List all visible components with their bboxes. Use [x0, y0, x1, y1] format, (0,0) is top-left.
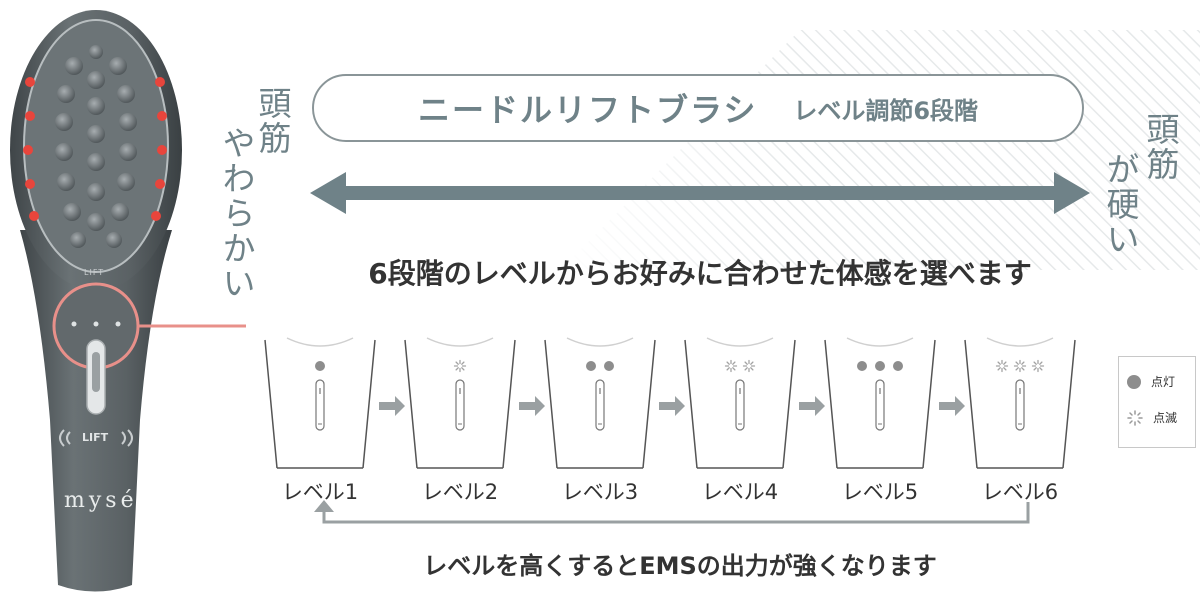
title-pill: ニードルリフトブラシ レベル調節6段階	[312, 74, 1084, 142]
step-arrow-icon	[799, 396, 825, 416]
lit-dot-icon	[1127, 374, 1141, 389]
hard-label-line2: が硬い	[1101, 152, 1140, 257]
legend-blink-label: 点滅	[1153, 411, 1178, 425]
footer-note: レベルを高くするとEMSの出力が強くなります	[423, 552, 937, 580]
soft-label-line2: やわらかい	[217, 126, 256, 301]
hard-label-line1: 頭筋	[1141, 112, 1180, 182]
brush-device	[10, 10, 182, 592]
level-panel	[824, 337, 936, 469]
level-label: レベル2	[421, 480, 499, 504]
level-label: レベル5	[841, 480, 919, 504]
step-arrow-icon	[659, 396, 685, 416]
level-panel	[684, 337, 796, 469]
level-label: レベル6	[981, 480, 1059, 504]
return-arrow	[314, 500, 1030, 524]
device-lift-label-top: LIFT	[84, 268, 105, 277]
blink-dot-icon	[1127, 409, 1143, 426]
level-panel	[404, 337, 516, 469]
step-arrow-icon	[939, 396, 965, 416]
level-label: レベル1	[281, 480, 359, 504]
level-panel	[544, 337, 656, 469]
legend-on: 点灯	[1127, 373, 1175, 390]
legend-on-label: 点灯	[1151, 375, 1176, 389]
level-label: レベル4	[701, 480, 779, 504]
legend-box: 点灯 点滅	[1118, 356, 1196, 448]
level-label: レベル3	[561, 480, 639, 504]
soft-label-line1: 頭筋	[253, 86, 292, 156]
headline: 6段階のレベルからお好みに合わせた体感を選べます	[368, 257, 1032, 290]
pill-title: ニードルリフトブラシ	[417, 91, 758, 129]
step-arrow-icon	[519, 396, 545, 416]
level-panel	[964, 337, 1076, 469]
level-panels	[264, 337, 1076, 469]
device-brand-logo: mysé	[64, 488, 138, 513]
pill-subtitle: レベル調節6段階	[793, 96, 979, 125]
device-lift-label: LIFT	[82, 431, 109, 444]
legend-blink: 点滅	[1127, 409, 1177, 426]
connector-line	[138, 324, 246, 328]
step-arrow-icon	[379, 396, 405, 416]
level-panel	[264, 337, 376, 469]
range-arrow	[310, 172, 1090, 214]
